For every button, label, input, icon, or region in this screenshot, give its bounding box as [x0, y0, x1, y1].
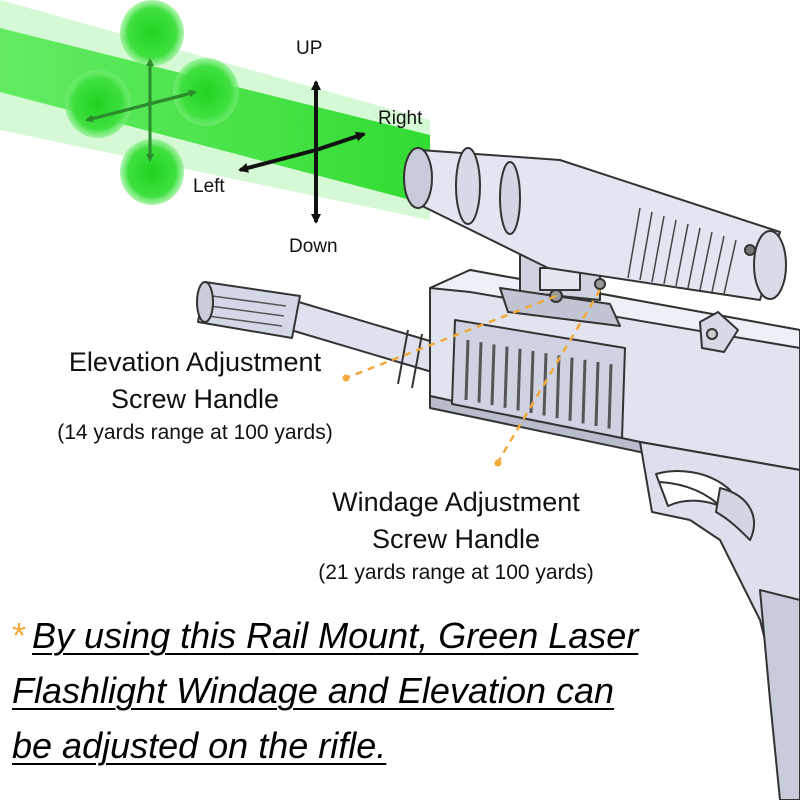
laser-dot-pattern: [65, 0, 239, 205]
handguard-vent-slot: [581, 359, 587, 424]
elevation-leader-line: [345, 294, 557, 380]
flashlight-grip-ring: [651, 215, 665, 283]
flashlight-grip-ring: [711, 235, 725, 293]
flashlight-grip-ring: [675, 223, 689, 287]
direction-label-left: Left: [193, 176, 225, 197]
direction-cross: [238, 80, 366, 224]
handguard-vent-slot: [607, 364, 613, 429]
rear-sight-hole: [706, 328, 718, 340]
handguard-vent-slot: [529, 350, 535, 414]
handguard-vent-slot: [555, 355, 561, 419]
laser-dot-top: [120, 0, 184, 66]
handguard-vent-slot: [477, 342, 483, 403]
handguard-vent-slot: [568, 357, 574, 421]
laser-dot-left: [65, 70, 131, 138]
rifle-receiver: [429, 269, 800, 481]
windage-screw-handle: [594, 278, 606, 290]
flashlight-grip-rings: [627, 207, 737, 295]
elevation-title-line1: Elevation Adjustment: [68, 347, 322, 377]
handguard-vent-slot: [503, 346, 509, 408]
flashlight-grip-ring: [663, 219, 677, 285]
note-line1: By using this Rail Mount, Green Laser: [32, 615, 639, 656]
direction-label-right: Right: [378, 108, 423, 129]
elevation-range: (14 yards range at 100 yards): [57, 421, 333, 444]
rifle-grip: [639, 441, 800, 800]
handguard-vent-slot: [490, 344, 496, 406]
callout-leaders: [345, 289, 602, 463]
flashlight-grip-ring: [687, 227, 701, 289]
rear-sight: [699, 311, 739, 353]
usage-note: *By using this Rail Mount, Green Laser F…: [12, 608, 792, 773]
note-line3: be adjusted on the rifle.: [12, 725, 387, 766]
elevation-title-line2: Screw Handle: [110, 384, 280, 414]
windage-title-line1: Windage Adjustment: [332, 487, 580, 517]
note-line2: Flashlight Windage and Elevation can: [12, 670, 615, 711]
handguard-vent-slot: [594, 361, 600, 427]
handguard-vent-slot: [464, 339, 470, 401]
windage-range: (21 yards range at 100 yards): [318, 561, 594, 584]
flashlight-grip-ring: [639, 211, 653, 281]
direction-label-down: Down: [289, 236, 338, 257]
handguard-vent-slot: [516, 348, 522, 411]
laser-flashlight: [403, 147, 787, 301]
elevation-leader-dot: [342, 374, 350, 382]
flashlight-grip-ring: [627, 207, 641, 279]
flashlight-grip-ring: [699, 231, 713, 291]
flashlight-grip-ring: [723, 239, 737, 295]
laser-dot-bottom: [120, 139, 184, 205]
elevation-callout: Elevation Adjustment Screw Handle (14 ya…: [0, 344, 390, 448]
note-bullet: *: [12, 615, 27, 656]
dot-left-arrow: [85, 93, 186, 123]
windage-callout: Windage Adjustment Screw Handle (21 yard…: [258, 484, 654, 588]
handguard-vents: [464, 339, 613, 429]
windage-leader-dot: [494, 459, 502, 467]
rifle: [196, 269, 800, 800]
direction-label-up: UP: [296, 38, 323, 59]
windage-title-line2: Screw Handle: [371, 524, 541, 554]
left-arrow: [238, 148, 317, 173]
right-arrow: [315, 131, 366, 152]
trigger: [715, 487, 755, 541]
laser-dot-right: [173, 58, 239, 126]
